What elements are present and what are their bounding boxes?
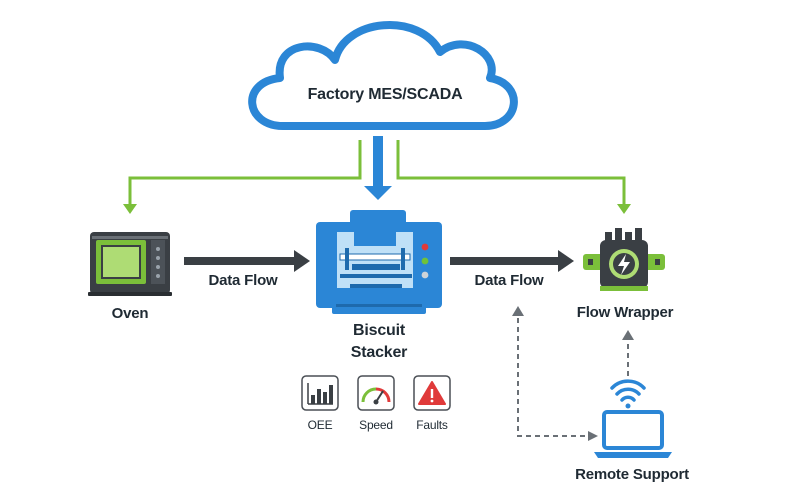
bar-chart-icon [301,375,339,411]
stacker-label-line1: Biscuit [353,322,405,339]
remote-label: Remote Support [575,466,689,483]
oven-to-stacker-arrow [184,250,310,272]
cloud-icon [248,21,518,130]
metric-label-faults: Faults [416,418,448,432]
stacker-to-wrapper-arrow [450,250,574,272]
oven-icon [88,232,172,296]
wifi-icon [610,379,646,409]
data-flow-label-left: Data Flow [208,272,278,289]
biscuit-stacker-icon [316,210,442,314]
cloud-to-oven-connector [123,140,362,214]
remote-to-stacker-connector [512,306,594,437]
oven-label: Oven [111,305,149,322]
laptop-icon [594,410,672,458]
remote-to-wrapper-connector [622,330,634,376]
cloud-to-stacker-arrow [364,136,392,200]
flow-wrapper-icon [583,228,665,291]
cloud-to-wrapper-connector [396,140,631,214]
wrapper-label: Flow Wrapper [576,304,674,321]
metric-label-oee: OEE [307,418,333,432]
data-flow-label-right: Data Flow [474,272,544,289]
stacker-label-line2: Stacker [350,344,408,361]
warning-icon [413,375,451,411]
remote-arrow-into-laptop [588,431,598,441]
speedometer-icon [357,375,395,411]
cloud-label: Factory MES/SCADA [307,86,463,103]
metric-label-speed: Speed [359,418,393,432]
